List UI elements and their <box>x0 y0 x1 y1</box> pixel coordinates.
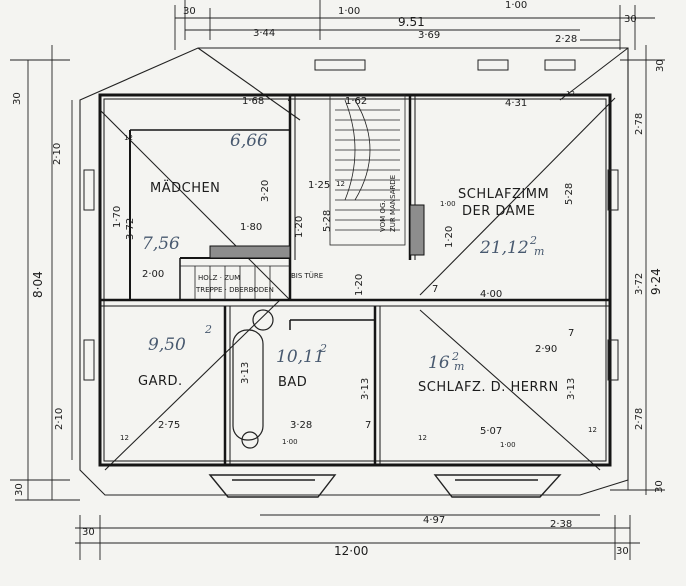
area-dame: 21,12 <box>479 238 529 258</box>
dim-bottom-30-left: 30 <box>82 527 95 538</box>
dim-12b: 12 <box>336 180 345 188</box>
note-treppe-oberboden: TREPPE · DBERBODEN <box>195 286 274 294</box>
note-bis-tuere: BIS TÜRE <box>291 271 323 280</box>
dim-290: 2·90 <box>535 344 557 355</box>
dim-320: 3·20 <box>260 180 271 202</box>
dim-431: 4·31 <box>505 98 527 109</box>
dim-100c: 1·00 <box>440 200 456 208</box>
dim-168: 1·68 <box>242 96 264 107</box>
dim-162: 1·62 <box>345 96 367 107</box>
dim-12a: 12 <box>120 434 129 442</box>
area-maedchen: 6,66 <box>230 131 268 151</box>
dim-right-924: 9·24 <box>649 268 663 295</box>
dim-313a: 3·13 <box>240 362 251 384</box>
dim-313c: 3·13 <box>566 378 577 400</box>
room-label-maedchen: MÄDCHEN <box>150 180 220 196</box>
dim-313b: 3·13 <box>360 378 371 400</box>
dim-7d: 7 <box>568 328 574 339</box>
dim-275: 2·75 <box>158 420 180 431</box>
dim-right-278-bottom: 2·78 <box>634 408 645 430</box>
dim-100a: 1·00 <box>282 438 298 446</box>
dim-right-30-bottom: 30 <box>654 480 665 493</box>
note-vom-og: VOM OG. <box>379 200 387 232</box>
dim-7c: 7 <box>365 420 371 431</box>
dim-top-369: 3·69 <box>418 30 440 41</box>
dim-bottom-238: 2·38 <box>550 519 572 530</box>
area-bad: 10,11 <box>276 347 325 367</box>
dim-right-372: 3·72 <box>634 273 645 295</box>
roof-outline <box>79 47 629 496</box>
dim-200: 2·00 <box>142 269 164 280</box>
dim-top-951: 9.51 <box>398 15 425 29</box>
dim-top-30-left: 30 <box>183 6 196 17</box>
dim-528b: 5·28 <box>564 183 575 205</box>
area-flur: 7,56 <box>142 234 180 254</box>
dim-12c: 12 <box>588 426 597 434</box>
area-unit-sup-bad: 2 <box>319 342 327 355</box>
dim-bottom-497: 4·97 <box>423 515 445 526</box>
dim-top-100-right: 1·00 <box>505 0 527 11</box>
room-label-schlafzimm: SCHLAFZIMM <box>458 187 549 202</box>
note-zur-mansarde: ZUR MANSARDE <box>389 175 397 232</box>
dim-left-210-top: 2·10 <box>52 143 63 165</box>
dim-180: 1·80 <box>240 222 262 233</box>
dim-top-30-right: 30 <box>624 14 637 25</box>
dim-left-210-bottom: 2·10 <box>54 408 65 430</box>
room-label-der-dame: DER DAME <box>462 204 536 219</box>
windows <box>83 59 619 381</box>
dormer-bays <box>208 474 562 498</box>
room-label-schlafz-herrn: SCHLAFZ. D. HERRN <box>418 380 559 395</box>
dim-right-30-top: 30 <box>655 59 666 72</box>
dim-7b: 7 <box>432 284 438 295</box>
area-gard: 9,50 <box>148 335 186 355</box>
dim-125: 1·25 <box>308 180 330 191</box>
staircase <box>180 94 406 300</box>
dim-bottom-30-right: 30 <box>616 546 629 557</box>
dim-left-372: 3·72 <box>125 218 136 240</box>
area-unit-dame: m <box>534 245 544 258</box>
dim-bottom-1200: 12·00 <box>334 544 368 558</box>
dim-right-278-top: 2·78 <box>634 113 645 135</box>
area-unit-sup-herrn: 2 <box>451 350 459 363</box>
dim-120a: 1·20 <box>294 216 305 238</box>
dim-400: 4·00 <box>480 289 502 300</box>
dim-top-344: 3·44 <box>253 28 275 39</box>
area-herrn: 16 <box>428 353 450 373</box>
room-label-bad: BAD <box>278 375 307 390</box>
area-unit-sup-dame: 2 <box>529 234 537 247</box>
area-unit-sup-gard: 2 <box>204 323 212 336</box>
dimension-lines <box>10 0 665 560</box>
dim-top-228: 2·28 <box>555 34 577 45</box>
dim-528a: 5·28 <box>322 210 333 232</box>
dim-top-100-left: 1·00 <box>338 6 360 17</box>
dim-7a: 7 <box>286 93 292 104</box>
chimney-blocks <box>209 204 425 259</box>
dim-120c: 1·20 <box>354 274 365 296</box>
dim-100b: 1·00 <box>500 441 516 449</box>
dim-left-170: 1·70 <box>112 206 123 228</box>
area-unit-herrn: m <box>454 360 464 373</box>
dim-left-30-top: 30 <box>12 92 23 105</box>
dim-12f: 12 <box>418 434 427 442</box>
note-holz-zum: HOLZ · ZUM <box>198 274 240 282</box>
dim-left-30-bottom: 30 <box>14 483 25 496</box>
bath-fixtures <box>232 309 274 449</box>
dim-120b: 1·20 <box>444 226 455 248</box>
dim-507: 5·07 <box>480 426 502 437</box>
dim-12e: 12 <box>124 134 133 142</box>
dim-328: 3·28 <box>290 420 312 431</box>
room-label-gard: GARD. <box>138 374 183 389</box>
dim-left-804: 8·04 <box>31 271 45 298</box>
dim-12d: 12 <box>566 90 575 98</box>
